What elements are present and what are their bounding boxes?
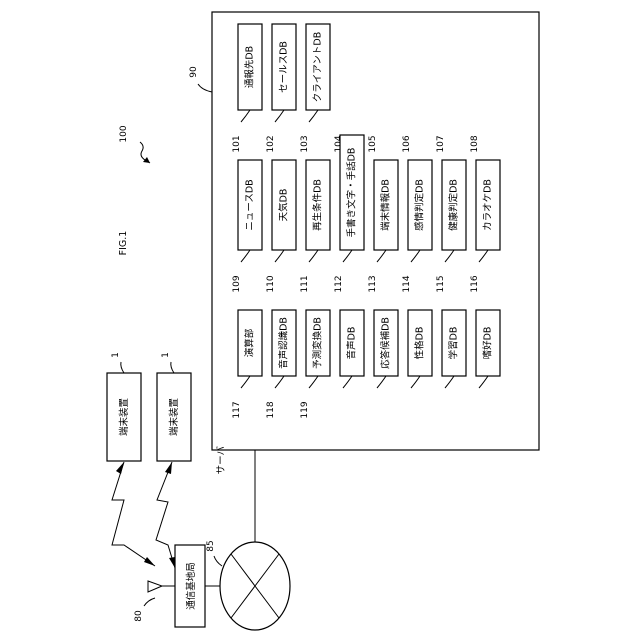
database-label: 応答候補DB <box>380 317 392 369</box>
figure-label: FIG.1 <box>118 231 129 256</box>
wireless-link-2 <box>156 462 175 568</box>
database-label: 感情判定DB <box>414 179 426 231</box>
network-ref: 85 <box>206 540 216 551</box>
server-label: サーバ <box>216 446 227 475</box>
database-ref: 116 <box>470 275 480 292</box>
database-ref: 110 <box>266 275 276 292</box>
base-station-label: 通信基地局 <box>185 562 197 610</box>
server-ref: 90 <box>189 66 199 78</box>
database-label: 予測変換DB <box>312 317 324 369</box>
database-label: 健康判定DB <box>448 179 460 231</box>
database-ref: 115 <box>436 275 446 292</box>
database-ref: 108 <box>470 135 480 152</box>
database-label: カラオケDB <box>483 179 494 231</box>
wireless-arrowhead-2b <box>169 557 175 568</box>
database-label: 性格DB <box>414 327 426 360</box>
database-label: 音声DB <box>346 327 358 360</box>
database-ref: 103 <box>300 135 310 152</box>
terminal-ref-1: 1 <box>111 352 121 358</box>
database-ref: 113 <box>368 275 378 292</box>
database-ref: 117 <box>232 401 242 418</box>
database-label: 学習DB <box>448 327 460 360</box>
antenna-icon <box>148 581 175 592</box>
database-ref: 105 <box>368 135 378 152</box>
database-ref: 102 <box>266 135 276 152</box>
terminal-ref-leader-2 <box>171 362 174 373</box>
system-ref: 100 <box>119 125 129 142</box>
base-station-ref: 80 <box>134 610 144 622</box>
terminal-label-1: 端末装置 <box>118 398 130 436</box>
system-ref-arrowhead <box>143 157 150 163</box>
database-label: 嗜好DB <box>482 327 494 360</box>
database-ref: 112 <box>334 275 344 292</box>
database-ref: 119 <box>300 401 310 418</box>
wireless-arrowhead-1a <box>116 462 124 474</box>
database-label: ニュースDB <box>245 179 256 230</box>
database-label: 音声認識DB <box>278 317 290 369</box>
wireless-link-1 <box>112 462 155 566</box>
database-label: 再生条件DB <box>312 179 324 231</box>
database-label: セールスDB <box>279 41 290 93</box>
wireless-arrowhead-2a <box>165 462 172 474</box>
wireless-arrowhead-1b <box>144 557 155 566</box>
database-ref: 107 <box>436 135 446 152</box>
database-label: クライアントDB <box>313 32 324 102</box>
database-label: 手書き文字・手話DB <box>346 148 358 238</box>
database-label: 演算部 <box>244 329 256 358</box>
database-ref: 118 <box>266 401 276 418</box>
terminal-ref-2: 1 <box>161 352 171 358</box>
terminal-label-2: 端末装置 <box>168 398 180 436</box>
database-ref: 106 <box>402 135 412 152</box>
database-label: 天気DB <box>278 189 290 222</box>
server-ref-leader <box>198 84 212 92</box>
database-ref: 109 <box>232 275 242 292</box>
database-ref: 101 <box>232 135 242 152</box>
base-station-ref-leader <box>144 598 155 606</box>
database-ref: 114 <box>402 275 412 292</box>
database-label: 通報先DB <box>244 46 256 88</box>
network-ref-leader <box>214 556 222 566</box>
database-label: 端末情報DB <box>380 179 392 231</box>
database-ref: 111 <box>300 275 310 292</box>
terminal-ref-leader-1 <box>121 362 124 373</box>
